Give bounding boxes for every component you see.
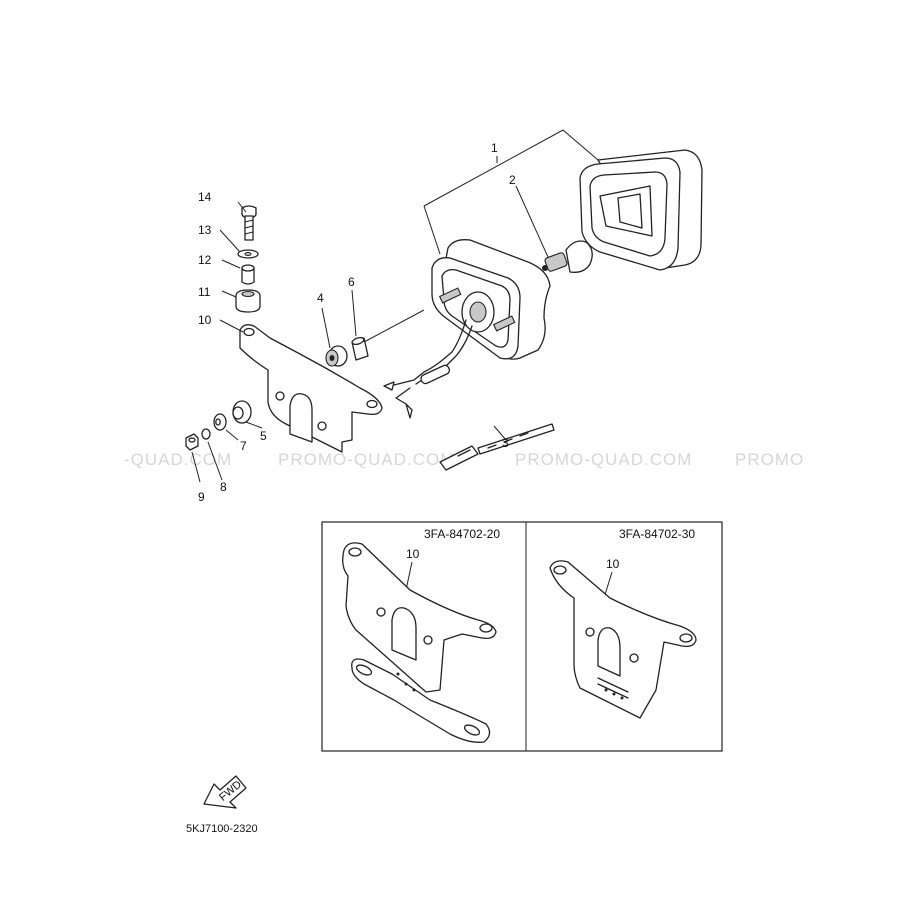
callout-6: 6 bbox=[348, 275, 355, 289]
watermark-text: -QUAD.COM bbox=[124, 450, 232, 469]
hardware-stack bbox=[235, 205, 261, 313]
watermark-text: PROMO-QUAD.COM bbox=[515, 450, 692, 469]
callout-3: 3 bbox=[502, 436, 509, 450]
callout-2: 2 bbox=[509, 173, 516, 187]
callout-10: 10 bbox=[198, 313, 212, 327]
variant-panel: 3FA-84702-20 10 3FA-84702-30 10 bbox=[321, 521, 723, 752]
variant-code: 3FA-84702-30 bbox=[619, 527, 695, 541]
variant-code: 3FA-84702-20 bbox=[424, 527, 500, 541]
callout-12: 12 bbox=[198, 253, 212, 267]
watermark: -QUAD.COM PROMO-QUAD.COM PROMO-QUAD.COM … bbox=[124, 450, 804, 469]
callout-8: 8 bbox=[220, 480, 227, 494]
callout-1: 1 bbox=[491, 141, 498, 155]
lamp-housing bbox=[383, 239, 551, 419]
callout-9: 9 bbox=[198, 490, 205, 504]
diagram-code: 5KJ7100-2320 bbox=[186, 823, 258, 835]
variant-callout: 10 bbox=[606, 557, 620, 571]
tail-lamp-lens bbox=[579, 149, 703, 271]
license-bracket bbox=[239, 324, 383, 453]
connector bbox=[439, 423, 555, 471]
callout-11: 11 bbox=[198, 285, 211, 299]
bulb bbox=[542, 240, 593, 273]
callout-4: 4 bbox=[317, 291, 324, 305]
collar bbox=[351, 336, 369, 361]
variant-right: 3FA-84702-30 10 bbox=[549, 527, 697, 719]
callout-14: 14 bbox=[198, 190, 212, 204]
callout-5: 5 bbox=[260, 429, 267, 443]
grommet bbox=[325, 345, 348, 367]
watermark-text: PROMO-QUAD.COM bbox=[278, 450, 455, 469]
leader-lines bbox=[191, 129, 599, 483]
fwd-arrow-icon: FWD bbox=[203, 775, 247, 809]
callout-7: 7 bbox=[240, 439, 247, 453]
callout-13: 13 bbox=[198, 223, 212, 237]
variant-callout: 10 bbox=[406, 547, 420, 561]
callout-labels: 1 2 3 4 5 6 7 8 9 10 11 12 13 14 bbox=[198, 141, 516, 504]
washers bbox=[185, 400, 252, 451]
watermark-text: PROMO bbox=[735, 450, 804, 469]
variant-left: 3FA-84702-20 10 bbox=[342, 527, 500, 743]
